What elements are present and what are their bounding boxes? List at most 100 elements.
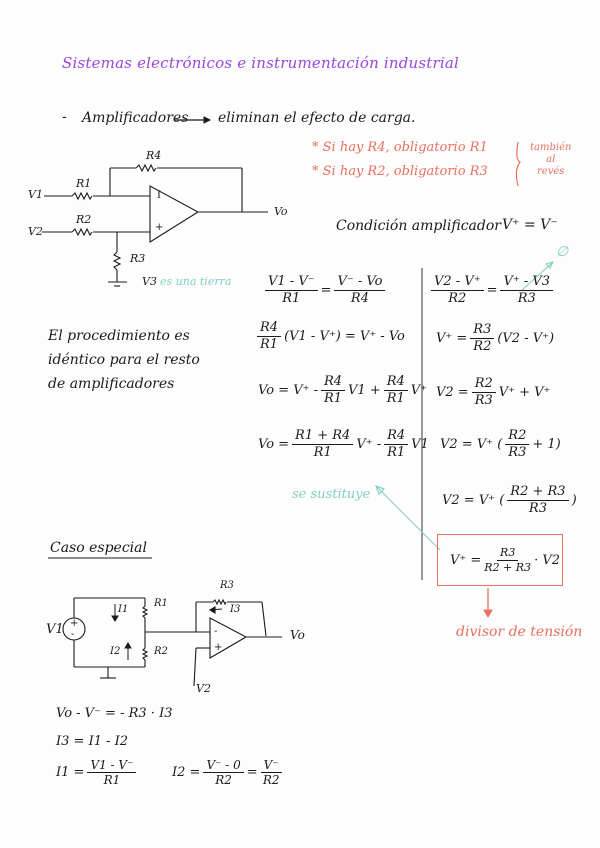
frac-den: R3 [508, 444, 527, 460]
aside-line-2: al [546, 154, 556, 165]
frac-den: R1 [313, 444, 332, 460]
frac-num: R1 + R4 [292, 428, 354, 445]
intro-subject: Amplificadores [82, 110, 189, 126]
frac-num: R3 [470, 322, 495, 339]
note-rule-1: * Si hay R4, obligatorio R1 [312, 140, 488, 155]
frac-num: V⁻ [260, 758, 282, 774]
circuit-diagram-1 [42, 163, 268, 287]
label-i2: I2 [110, 646, 121, 657]
aside-line-3: revés [537, 166, 565, 177]
frac-num: R2 + R3 [507, 484, 569, 501]
note-aside: también al revés [530, 142, 571, 178]
label-noninverting: + [155, 222, 164, 233]
frac-den: R4 [350, 290, 369, 306]
label-vo: Vo [274, 205, 288, 218]
frac-den: R1 [103, 773, 121, 788]
substitute-note: se sustituye [292, 487, 371, 502]
procedure-line-1: El procedimiento es [48, 328, 190, 344]
frac-den: R2 [215, 773, 232, 788]
zero-note: ∅ [556, 244, 569, 260]
source-plus: + [70, 618, 79, 629]
special-eq-2: I3 = I1 - I2 [56, 734, 129, 749]
frac-den: R2 [262, 773, 280, 788]
special-case-heading: Caso especial [50, 540, 147, 556]
frac-num: V1 - V⁻ [87, 758, 137, 774]
label-inverting: I [157, 190, 161, 201]
eq-term: V⁺ [410, 382, 428, 398]
frac-den: R2 [473, 338, 492, 354]
eq-lhs: I2 = [172, 765, 201, 781]
label-v3: V3 [142, 275, 157, 288]
frac-den: R1 [323, 390, 343, 406]
frac-num: R4 [383, 374, 408, 391]
label-r2-special: R2 [154, 646, 168, 657]
condition-formula: V⁺ = V⁻ [502, 217, 558, 233]
eq-sign: = [486, 282, 498, 298]
condition-label: Condición amplificador [336, 218, 501, 234]
label-r3: R3 [130, 252, 146, 265]
eq-lhs: V2 = V⁺ [442, 492, 496, 508]
eq-body: + 1 [532, 436, 556, 452]
label-r1-special: R1 [154, 598, 168, 609]
label-r4: R4 [146, 149, 162, 162]
special-eq-1: Vo - V⁻ = - R3 · I3 [56, 706, 173, 721]
source-minus: - [71, 629, 75, 640]
frac-den: R3 [528, 500, 547, 516]
eq-lhs: V2 = [436, 384, 469, 400]
frac-den: R1 [282, 290, 301, 306]
special-eq-3: I1 = V1 - V⁻R1 [56, 758, 139, 788]
frac-num: V⁻ - 0 [203, 758, 244, 774]
page-title: Sistemas electrónicos e instrumentación … [62, 54, 460, 72]
opamp-minus: - [214, 626, 218, 637]
procedure-note: El procedimiento es idéntico para el res… [48, 324, 200, 396]
eq-body: (V2 - V⁺) [497, 330, 555, 346]
eq-sign: = [246, 765, 258, 781]
label-i3: I3 [230, 604, 241, 615]
eq-body: V⁺ + V⁺ [498, 384, 551, 400]
frac-num: V1 - V⁻ [265, 274, 318, 291]
circuit-diagram-2 [62, 597, 282, 687]
frac-num: R4 [320, 374, 346, 391]
eq-tail: · V2 [534, 552, 560, 568]
eq-body: (V1 - V⁺) = V⁺ - Vo [284, 328, 405, 344]
frac-num: V⁺ - V3 [500, 274, 554, 291]
eq-term: V⁺ - [293, 382, 318, 398]
frac-den: R2 [448, 290, 467, 306]
divider-arrow-icon [483, 588, 493, 619]
zero-arrow-icon [521, 261, 555, 291]
frac-num: R4 [257, 320, 282, 337]
eq-sign: = [320, 282, 332, 298]
procedure-line-3: de amplificadores [48, 376, 175, 392]
brace-icon [515, 141, 521, 187]
label-r2: R2 [76, 213, 92, 226]
substitute-arrow-icon [375, 485, 441, 551]
frac-num: R4 [384, 428, 409, 445]
label-v2: V2 [28, 225, 43, 238]
note-rule-2: * Si hay R2, obligatorio R3 [312, 164, 488, 179]
aside-line-1: también [530, 142, 572, 153]
frac-den: R3 [517, 290, 536, 306]
eq-term: V1 + [348, 382, 381, 398]
label-v1: V1 [28, 188, 43, 201]
frac-num: V⁻ - Vo [334, 274, 386, 291]
eq-lhs: V⁺ = [436, 330, 468, 346]
frac-den: R1 [260, 336, 279, 352]
frac-num: R2 [505, 428, 530, 445]
frac-num: V2 - V⁺ [431, 274, 484, 291]
eq-lhs: V⁺ = [450, 552, 482, 568]
frac-den: R1 [387, 444, 406, 460]
eq-term: V⁺ - [356, 436, 382, 452]
eq-lhs: V2 = V⁺ [440, 436, 494, 452]
intro-statement: eliminan el efecto de carga. [218, 110, 416, 126]
label-r1: R1 [76, 177, 92, 190]
